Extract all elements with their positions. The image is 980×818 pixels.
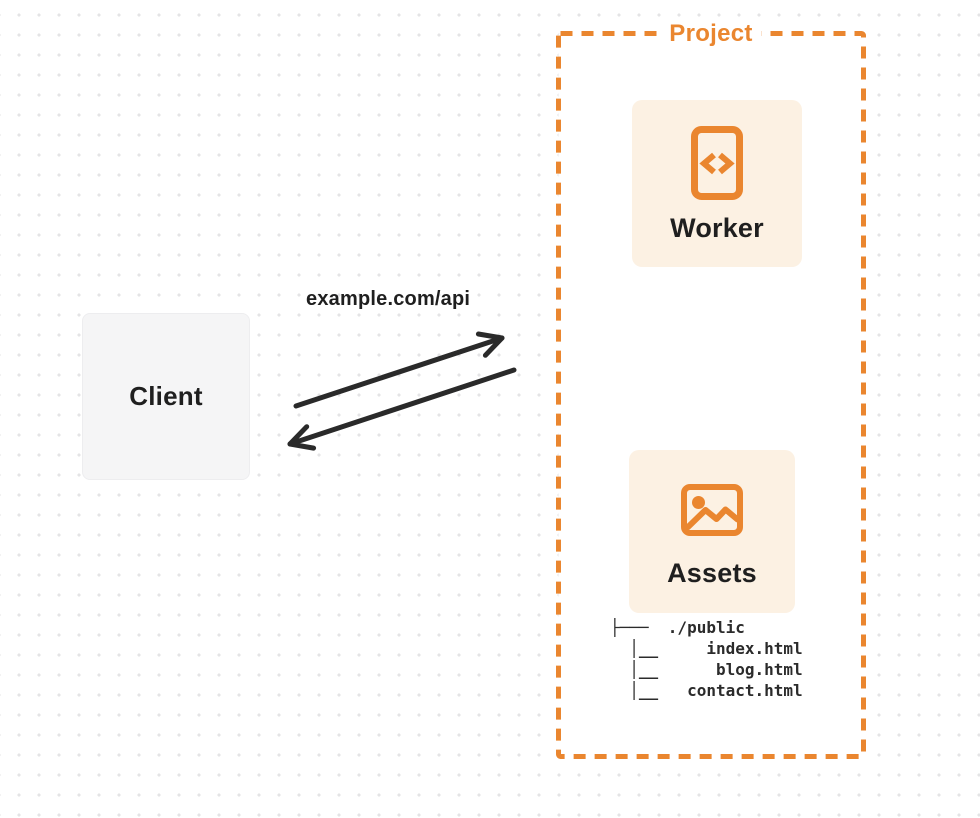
arrowhead-left-icon: [287, 424, 317, 451]
worker-node: Worker: [632, 100, 802, 267]
client-node: Client: [82, 313, 250, 480]
project-boundary: Project Worker Assets ├─── ./public │__ …: [556, 20, 866, 759]
project-title: Project: [660, 20, 762, 48]
file-tree-root: ├─── ./public: [610, 618, 745, 637]
request-url-label: example.com/api: [306, 288, 471, 310]
code-file-icon: [691, 126, 743, 200]
response-arrow: [287, 367, 517, 451]
assets-node: Assets: [629, 450, 795, 613]
worker-node-label: Worker: [670, 213, 764, 243]
file-tree: ├─── ./public │__ index.html │__ blog.ht…: [610, 617, 803, 701]
arrowhead-right-icon: [475, 331, 505, 358]
file-tree-item: │__ blog.html: [610, 660, 803, 679]
file-tree-item: │__ contact.html: [610, 681, 803, 700]
left-chevron-icon: [699, 152, 716, 175]
image-gallery-icon: [681, 484, 743, 536]
image-sun-icon: [692, 496, 705, 509]
file-tree-item: │__ index.html: [610, 639, 803, 658]
image-mountain-icon: [685, 506, 741, 530]
right-chevron-icon: [718, 152, 735, 175]
client-node-label: Client: [129, 381, 203, 411]
assets-node-label: Assets: [667, 558, 757, 588]
request-arrow: [293, 331, 505, 409]
